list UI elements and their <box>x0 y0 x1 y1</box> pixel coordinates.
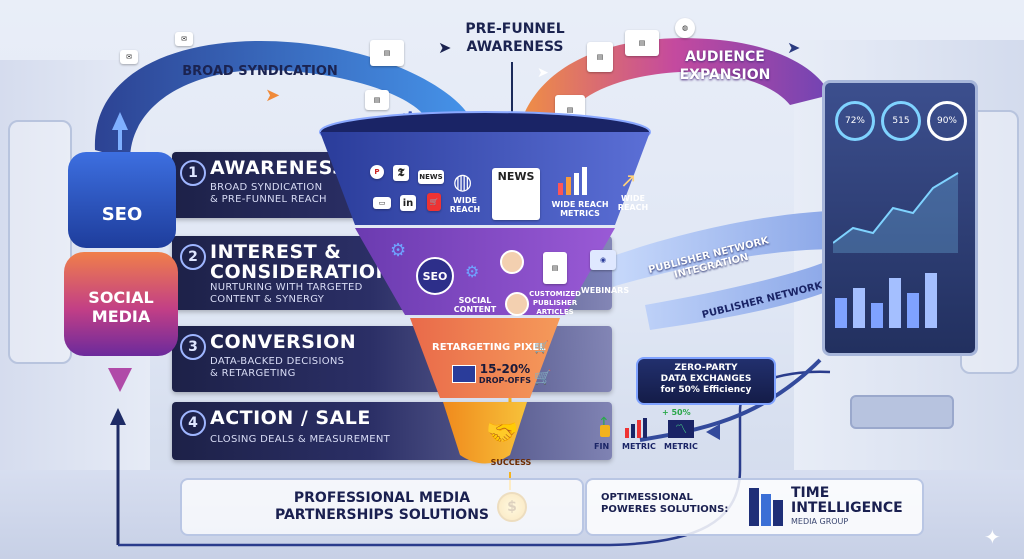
logo-line-1: TIME <box>791 485 830 501</box>
bar-chart-icon <box>556 165 602 195</box>
funnel <box>319 111 651 464</box>
fin-icon <box>600 425 610 437</box>
customized-articles-label: CUSTOMIZED PUBLISHER ARTICLES <box>529 290 581 316</box>
bar-chart-icon <box>835 268 963 328</box>
wide-reach-metrics-label: WIDE REACH METRICS <box>551 200 609 218</box>
logo-box: OPTIMESSIONAL POWERES SOLUTIONS: TIME IN… <box>585 478 924 536</box>
gauge: 72% <box>835 101 875 141</box>
stage-number: 4 <box>180 410 206 436</box>
monitor-icon <box>452 365 476 383</box>
avatar <box>500 250 524 274</box>
stage-number: 2 <box>180 244 206 270</box>
stage-subtitle: NURTURING WITH TARGETED CONTENT & SYNERG… <box>210 282 363 305</box>
stage-title: AWARENESS <box>210 157 347 179</box>
seo-gear-icon: SEO <box>416 257 454 295</box>
zero-party-callout: ZERO-PARTY DATA EXCHANGES for 50% Effici… <box>636 357 776 405</box>
globe-icon: ◍ <box>675 18 695 38</box>
stage-number: 1 <box>180 160 206 186</box>
gauge: 515 <box>881 101 921 141</box>
wide-reach-label-2: WIDE REACH <box>617 194 649 212</box>
paper-plane-icon: ➤ <box>537 65 549 81</box>
webinars-label: WEBINARS <box>580 286 630 295</box>
pre-funnel-heading: PRE-FUNNEL AWARENESS <box>465 21 565 55</box>
linkedin-chip: in <box>400 195 416 211</box>
cart-icon: 🛒 <box>534 370 552 386</box>
dropoffs-label: DROP-OFFS <box>478 376 532 385</box>
fin-label: FIN <box>594 442 610 451</box>
time-intelligence-logo-mark <box>749 488 783 526</box>
seo-pillar: SEO <box>68 152 176 248</box>
dropoffs-box: 15-20% DROP-OFFS <box>478 362 532 385</box>
stage-number: 3 <box>180 334 206 360</box>
metric-label-2: METRIC <box>664 442 698 451</box>
envelope-icon: ✉ <box>175 32 193 46</box>
gauge: 90% <box>927 101 967 141</box>
wide-reach-label: WIDE REACH <box>449 196 481 214</box>
stage-action: 4 ACTION / SALE CLOSING DEALS & MEASUREM… <box>172 402 612 460</box>
syndication-arc <box>94 40 471 160</box>
logo-line-2: INTELLIGENCE <box>791 500 903 516</box>
line-chart-icon <box>833 172 959 253</box>
wall-panel-left <box>8 120 72 364</box>
pinterest-icon: P <box>370 165 384 179</box>
newspaper-icon: ▤ <box>365 90 389 110</box>
audience-expansion-heading: AUDIENCE EXPANSION <box>679 49 771 83</box>
times-icon: 𝕿 <box>393 165 409 181</box>
stage-title: INTEREST & CONSIDERATION <box>210 241 392 283</box>
optimessional-text: OPTIMESSIONAL POWERES SOLUTIONS: <box>601 492 729 515</box>
document-icon: ▤ <box>587 42 613 72</box>
social-media-pillar: SOCIAL MEDIA <box>64 252 178 356</box>
stage-subtitle: BROAD SYNDICATION & PRE-FUNNEL REACH <box>210 182 327 205</box>
trend-chart-icon: 〽 <box>668 420 694 438</box>
professional-solutions-box: PROFESSIONAL MEDIA PARTNERSHIPS SOLUTION… <box>180 478 584 536</box>
logo-chip: ▭ <box>373 197 391 209</box>
zero-party-text: ZERO-PARTY DATA EXCHANGES for 50% Effici… <box>660 363 752 395</box>
avatar <box>505 292 529 316</box>
cart-icon: 🛒 <box>534 340 549 354</box>
article-icon: ▤ <box>543 252 567 284</box>
social-media-label: SOCIAL MEDIA <box>88 288 154 326</box>
broad-syndication-heading: BROAD SYNDICATION <box>182 64 338 79</box>
newspaper-icon: ▤ <box>625 30 659 56</box>
globe-icon: ◍ <box>453 170 473 195</box>
gear-icon: ⚙ <box>465 262 480 281</box>
paper-plane-icon: ➤ <box>787 38 801 57</box>
stage-title: ACTION / SALE <box>210 407 371 429</box>
gear-icon: ⚙ <box>390 240 407 261</box>
paper-plane-icon: ➤ <box>265 85 281 106</box>
dropoffs-percent: 15-20% <box>479 362 531 376</box>
cart-icon: 🛒 <box>427 193 441 211</box>
paper-plane-icon: ➤ <box>438 38 452 57</box>
webinar-icon: ◉ <box>590 250 616 270</box>
stage-subtitle: DATA-BACKED DECISIONS & RETARGETING <box>210 356 345 379</box>
stage-subtitle: CLOSING DEALS & MEASUREMENT <box>210 434 391 445</box>
keyboard-icon <box>850 395 954 429</box>
logo-line-3: MEDIA GROUP <box>791 517 849 526</box>
news-chip: NEWS <box>418 170 444 184</box>
envelope-icon: ✉ <box>120 50 138 64</box>
seo-label: SEO <box>101 204 143 225</box>
newspaper-icon: ▤ <box>370 40 404 66</box>
retargeting-label: RETARGETING PIXEL <box>432 342 546 353</box>
social-content-label: SOCIAL CONTENT <box>453 296 497 314</box>
publisher-ribbon <box>575 210 900 330</box>
arrow-up-icon: ↑ <box>598 415 610 431</box>
dashboard-screen: 72% 515 90% <box>822 80 978 356</box>
metric-label: METRIC <box>622 442 656 451</box>
newspaper-large: NEWS <box>492 168 540 220</box>
handshake-icon: 🤝 <box>486 418 519 448</box>
trend-arrow-icon: ↗ <box>620 168 637 192</box>
stage-title: CONVERSION <box>210 331 357 353</box>
professional-solutions-text: PROFESSIONAL MEDIA PARTNERSHIPS SOLUTION… <box>274 490 490 523</box>
growth-label: + 50% <box>662 408 691 417</box>
success-label: SUCCESS <box>490 458 532 467</box>
sparkle-icon: ✦ <box>984 525 1001 549</box>
metric-bars-icon <box>625 418 649 438</box>
